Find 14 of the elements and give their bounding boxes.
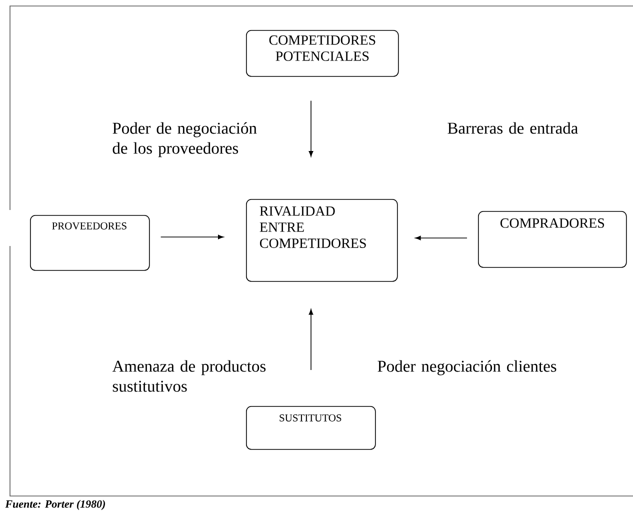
label-text: Barreras de entrada — [448, 122, 578, 134]
arrow — [308, 309, 314, 370]
process-box: SUSTITUTOS — [246, 406, 376, 450]
label-text: Poder de negociación de los proveedores — [112, 122, 257, 158]
process-box: RIVALIDAD ENTRE COMPETIDORES — [246, 199, 398, 282]
process-box: COMPETIDORES POTENCIALES — [246, 30, 399, 77]
arrow — [160, 234, 224, 240]
arrow — [415, 236, 468, 240]
label-text: Poder negociación clientes — [378, 360, 556, 376]
process-box: PROVEEDORES — [30, 215, 150, 271]
arrow — [308, 100, 314, 157]
label-text: Amenaza de productos sustitutivos — [112, 360, 266, 392]
process-box: COMPRADORES — [478, 211, 627, 268]
caption: Fuente: Porter (1980) — [5, 500, 106, 510]
